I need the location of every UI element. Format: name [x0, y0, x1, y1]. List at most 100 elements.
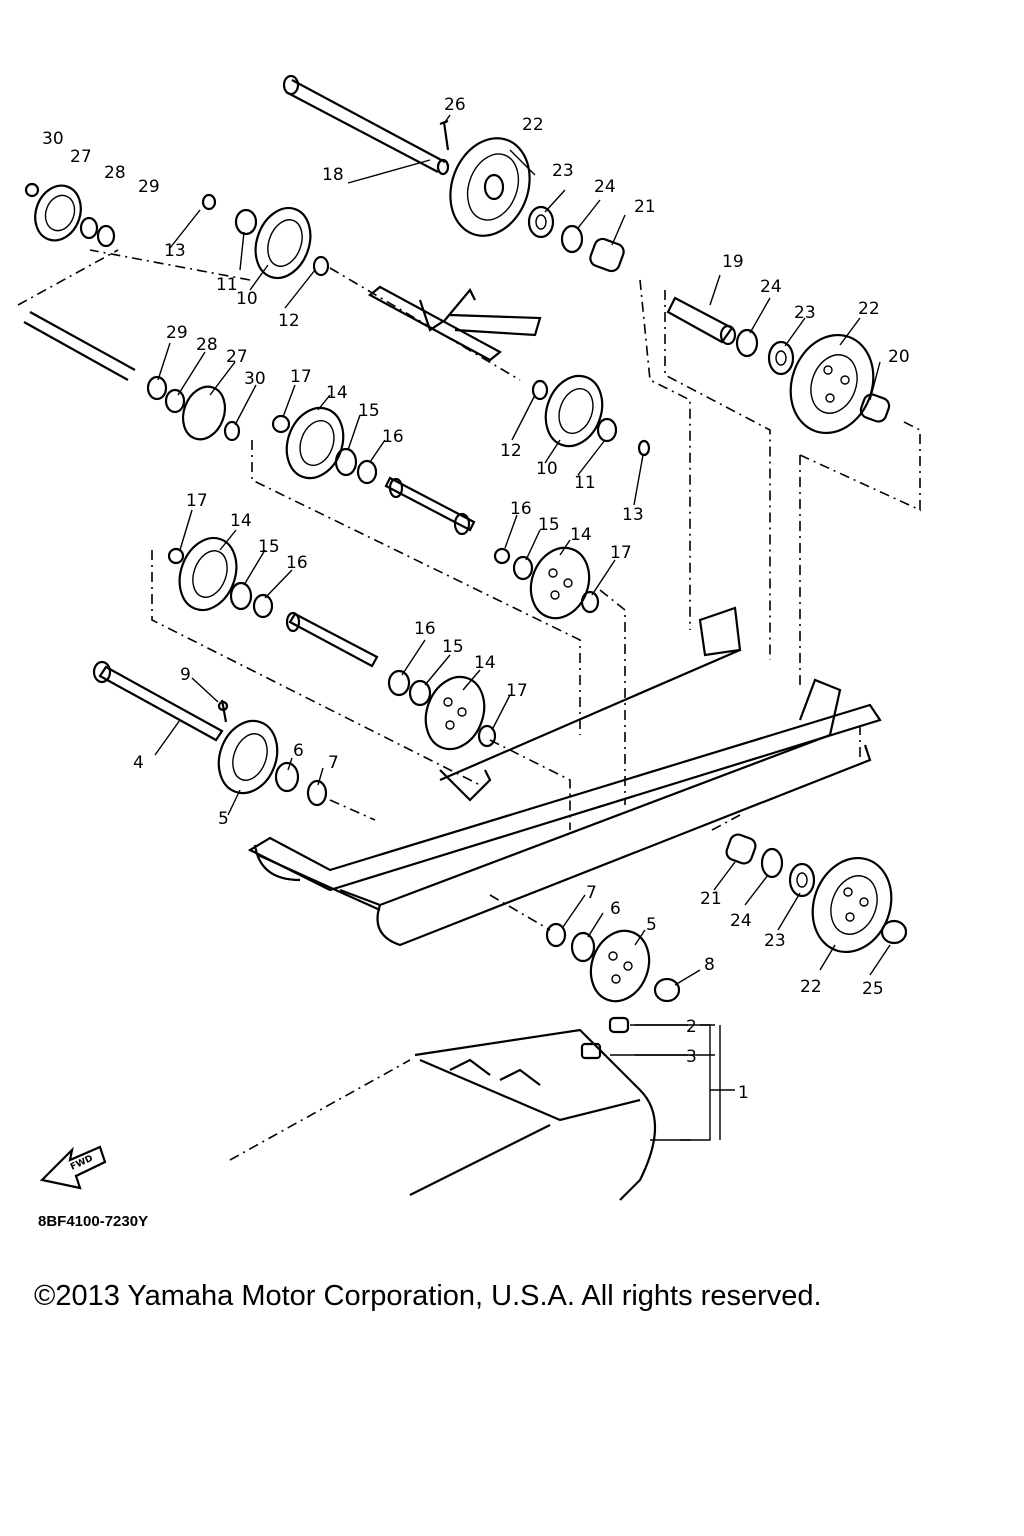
callout-24-right: 24: [760, 277, 782, 297]
bearing-23-front: [788, 862, 816, 898]
callout-16-right: 16: [510, 499, 532, 519]
seal-24-top: [560, 224, 584, 254]
callout-17-right: 17: [610, 543, 632, 563]
callout-12-mid: 12: [500, 441, 522, 461]
callout-3: 3: [686, 1047, 697, 1067]
callout-22-front: 22: [800, 977, 822, 997]
callout-22-right: 22: [858, 299, 880, 319]
leader-lines: [154, 114, 891, 1141]
seal-24-right: [735, 328, 759, 358]
callout-25: 25: [862, 979, 884, 999]
shaft-mid: [384, 476, 476, 536]
callout-23-right: 23: [794, 303, 816, 323]
wheel-14-mid: [271, 406, 378, 485]
callout-29-mid: 29: [166, 323, 188, 343]
callout-30-mid: 30: [244, 369, 266, 389]
callout-16-left: 16: [286, 553, 308, 573]
callout-6-rear: 6: [293, 741, 304, 761]
wheel-5-front: [545, 922, 651, 1003]
callout-11: 11: [216, 275, 238, 295]
wheel-10-mid: [531, 374, 651, 457]
callout-23: 23: [552, 161, 574, 181]
callout-14-lower: 14: [474, 653, 496, 673]
seal-24-front: [760, 847, 784, 879]
shaft-18: [282, 74, 450, 176]
callout-21-front: 21: [700, 889, 722, 909]
wheel-27-mid-left: [146, 375, 241, 442]
callout-17-lower: 17: [506, 681, 528, 701]
callout-16-mid: 16: [382, 427, 404, 447]
wheel-10-top: [234, 206, 330, 280]
callout-4: 4: [133, 753, 144, 773]
callout-21: 21: [634, 197, 656, 217]
callout-7-rear: 7: [328, 753, 339, 773]
nut-8: [653, 977, 681, 1003]
callout-5-front: 5: [646, 915, 657, 935]
wheel-14-left: [167, 536, 274, 619]
collar-21-top: [589, 237, 625, 273]
callouts: 30 27 28 29 13 11 10 12 18 26 22 23 24 2…: [42, 95, 910, 1103]
callout-29: 29: [138, 177, 160, 197]
callout-26: 26: [444, 95, 466, 115]
callout-23-front: 23: [764, 931, 786, 951]
callout-28-mid: 28: [196, 335, 218, 355]
callout-12: 12: [278, 311, 300, 331]
callout-2: 2: [686, 1017, 697, 1037]
callout-13-mid: 13: [622, 505, 644, 525]
alignment-lines: [89, 249, 921, 931]
callout-14-right: 14: [570, 525, 592, 545]
wheel-22-top: [449, 137, 531, 237]
callout-20: 20: [888, 347, 910, 367]
callout-15-lower: 15: [442, 637, 464, 657]
fwd-arrow-icon: FWD: [39, 1145, 107, 1190]
callout-18: 18: [322, 165, 344, 185]
callout-17-mid: 17: [290, 367, 312, 387]
callout-16-lower: 16: [414, 619, 436, 639]
track: [229, 1016, 721, 1201]
bolt-26: [439, 119, 450, 151]
slide-rail-frame: [247, 606, 882, 947]
callout-30: 30: [42, 129, 64, 149]
bearing-23-top: [527, 205, 555, 239]
callout-10-mid: 10: [536, 459, 558, 479]
callout-17-left: 17: [186, 491, 208, 511]
bolt-9: [217, 699, 229, 723]
callout-5-rear: 5: [218, 809, 229, 829]
callout-10: 10: [236, 289, 258, 309]
nut-13-top: [201, 193, 217, 211]
callout-22: 22: [522, 115, 544, 135]
callout-24-front: 24: [730, 911, 752, 931]
callout-27-mid: 27: [226, 347, 248, 367]
callout-15-left: 15: [258, 537, 280, 557]
callout-15-mid: 15: [358, 401, 380, 421]
callout-15-right: 15: [538, 515, 560, 535]
wheel-22-front: [811, 856, 893, 954]
collar-19: [666, 296, 737, 346]
callout-6-front: 6: [610, 899, 621, 919]
axle-left: [17, 249, 136, 381]
wheel-22-right: [789, 333, 875, 435]
cap-25: [880, 919, 908, 945]
callout-27: 27: [70, 147, 92, 167]
collar-21-front: [725, 833, 757, 865]
shaft-lower: [285, 611, 379, 668]
callout-14-left: 14: [230, 511, 252, 531]
callout-1: 1: [738, 1083, 749, 1103]
cross-bracket: [368, 285, 542, 362]
collar-20: [859, 393, 891, 423]
callout-14-mid: 14: [326, 383, 348, 403]
wheel-27-top-left: [24, 182, 116, 248]
copyright-notice: ©2013 Yamaha Motor Corporation, U.S.A. A…: [34, 1280, 822, 1312]
callout-28: 28: [104, 163, 126, 183]
axle-4: [92, 660, 224, 742]
catalog-code: 8BF4100-7230Y: [38, 1213, 149, 1230]
callout-7-front: 7: [586, 883, 597, 903]
callout-8: 8: [704, 955, 715, 975]
wheel-5-rear: [217, 719, 328, 807]
callout-19: 19: [722, 252, 744, 272]
wheel-14-right-mid: [493, 546, 600, 620]
callout-9: 9: [180, 665, 191, 685]
bearing-23-right: [767, 340, 795, 376]
wheel-14-lower: [387, 669, 497, 751]
